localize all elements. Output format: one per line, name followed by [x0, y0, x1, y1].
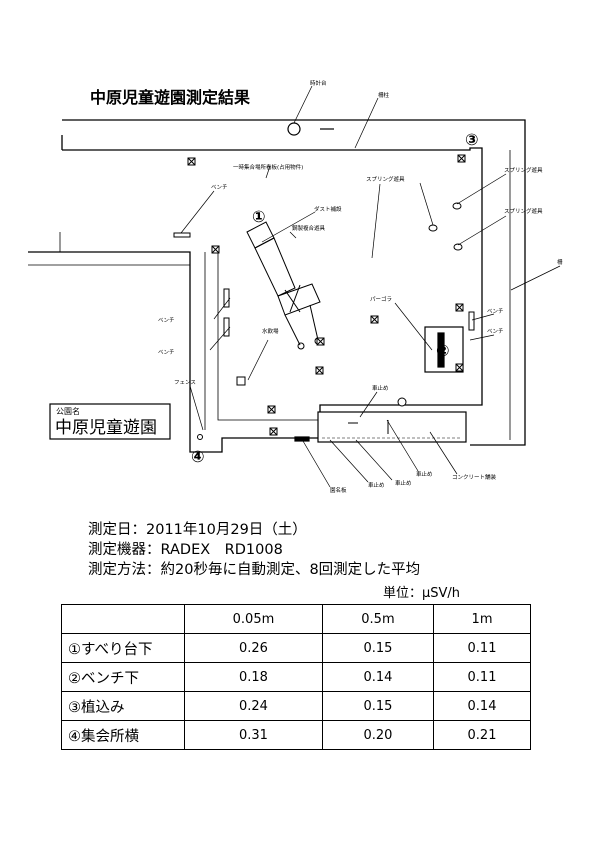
- label-railing: 柵柱: [378, 91, 390, 99]
- pergola-structure: [424, 326, 464, 373]
- label-spring1: スプリング遊具: [366, 175, 405, 183]
- label-water: 水飲場: [262, 327, 279, 335]
- label-concrete: コンクリート舗装: [452, 473, 497, 481]
- marker-4: ④: [191, 447, 205, 466]
- label-clock: 時計台: [310, 79, 327, 87]
- bench-symbols: [173, 232, 475, 337]
- label-dust: ダスト補設: [314, 205, 342, 213]
- label-composite: 鋼製複合遊具: [292, 224, 326, 232]
- table-cell: 0.15: [321, 633, 435, 663]
- car-stop-marks: [335, 420, 389, 443]
- table-row: ③植込み 0.24 0.15 0.14: [61, 691, 531, 721]
- column-header: 1m: [433, 604, 531, 634]
- label-pergola: パーゴラ: [370, 295, 392, 303]
- label-bench-nw: ベンチ: [211, 184, 228, 191]
- row-label: ③植込み: [61, 691, 185, 721]
- table-cell: 0.15: [321, 691, 435, 721]
- row-label: ①すべり台下: [61, 633, 185, 663]
- slide-structure: [246, 221, 322, 350]
- table-row: ②ベンチ下 0.18 0.14 0.11: [61, 662, 531, 692]
- label-sign: 園名板: [330, 486, 347, 494]
- table-row: ①すべり台下 0.26 0.15 0.11: [61, 633, 531, 663]
- measurement-date: 測定日：2011年10月29日（土）: [88, 522, 307, 538]
- table-corner-cell: [61, 604, 185, 634]
- label-bench-l2: ベンチ: [158, 349, 175, 356]
- table-cell: 0.31: [184, 720, 323, 750]
- park-name-caption: 公園名: [56, 406, 80, 416]
- spring-toys: [197, 202, 463, 440]
- park-name: 中原児童遊園: [55, 418, 157, 438]
- table-cell: 0.14: [433, 691, 531, 721]
- planting-marks: [187, 154, 466, 436]
- unit-label: 単位：μSV/h: [383, 586, 461, 601]
- park-boundary: [28, 119, 526, 453]
- clock-tower: [287, 122, 334, 442]
- table-cell: 0.11: [433, 633, 531, 663]
- table-cell: 0.24: [184, 691, 323, 721]
- park-name-box: 公園名 中原児童遊園: [49, 403, 171, 440]
- marker-1: ①: [252, 207, 266, 226]
- measurement-method: 測定方法：約20秒毎に自動測定、8回測定した平均: [88, 562, 421, 578]
- label-spring2a: スプリング遊具: [504, 166, 543, 174]
- marker-3: ③: [465, 130, 479, 149]
- table-cell: 0.18: [184, 662, 323, 692]
- measurement-device: 測定機器：RADEX RD1008: [88, 542, 283, 558]
- table-cell: 0.14: [321, 662, 435, 692]
- label-car-stop-a: 車止め: [368, 481, 385, 489]
- row-label: ②ベンチ下: [61, 662, 185, 692]
- water-fountain: [236, 376, 246, 386]
- label-car-stop-top: 車止め: [372, 384, 389, 392]
- leader-lines: [180, 85, 561, 488]
- table-cell: 0.11: [433, 662, 531, 692]
- label-bench-r2: ベンチ: [487, 328, 504, 335]
- table-cell: 0.21: [433, 720, 531, 750]
- table-cell: 0.26: [184, 633, 323, 663]
- label-bench-r1: ベンチ: [487, 308, 504, 315]
- label-spring2b: スプリング遊具: [504, 207, 543, 215]
- concrete-pavement: [317, 411, 467, 443]
- column-header: 0.5m: [321, 604, 435, 634]
- table-row: ④集会所横 0.31 0.20 0.21: [61, 720, 531, 750]
- label-car-stop-c: 車止め: [416, 470, 433, 478]
- label-shelter: 一時集合場所看板(占用物件): [233, 163, 303, 171]
- park-map: 中原児童遊園測定結果: [28, 79, 563, 494]
- label-car-stop-b: 車止め: [395, 479, 412, 487]
- label-fence-w: フェンス: [174, 379, 196, 386]
- column-header: 0.05m: [184, 604, 323, 634]
- label-bench-l1: ベンチ: [158, 317, 175, 324]
- table-cell: 0.20: [321, 720, 435, 750]
- row-label: ④集会所横: [61, 720, 185, 750]
- marker-2: ②: [436, 341, 450, 360]
- table-header-row: 0.05m 0.5m 1m: [61, 604, 531, 634]
- map-title: 中原児童遊園測定結果: [90, 88, 250, 107]
- label-fence-e: 柵: [557, 258, 563, 266]
- results-table: 0.05m 0.5m 1m ①すべり台下 0.26 0.15 0.11 ②ベンチ…: [61, 604, 531, 750]
